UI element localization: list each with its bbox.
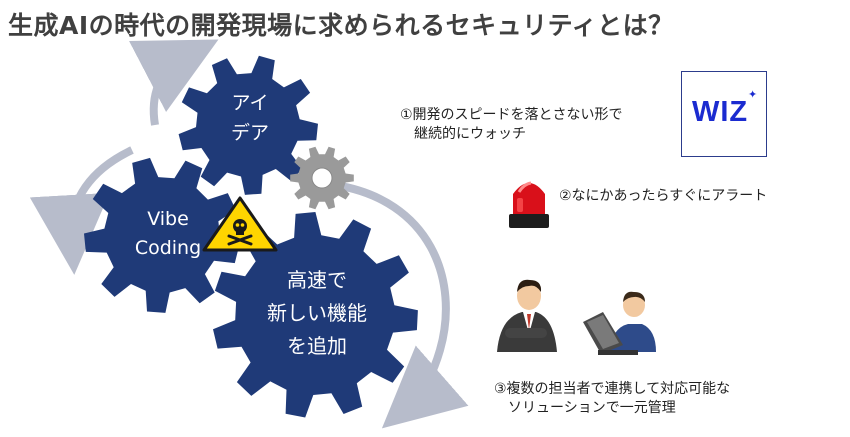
gear-vibe-shape — [84, 157, 240, 313]
cycle-arrow-top — [129, 39, 219, 126]
gear-label-idea: アイデア — [220, 88, 280, 148]
point-collaborate-text-line: ③複数の担当者で連携して対応可能な — [494, 381, 731, 397]
red-siren-icon — [509, 181, 549, 228]
gear-label-fast-text-line: を追加 — [287, 334, 347, 358]
point-watch: ①開発のスピードを落とさない形で 継続的にウォッチ — [400, 106, 623, 144]
gear-label-idea-text: アイデア — [220, 88, 280, 148]
skull-warning-icon — [202, 196, 278, 252]
gear-label-fast-text-line: 高速で — [287, 268, 347, 292]
point-watch-text: ①開発のスピードを落とさない形で 継続的にウォッチ — [400, 106, 623, 144]
gear-idea-shape — [178, 55, 318, 195]
gear-idea — [178, 55, 318, 195]
point-watch-text-line: ①開発のスピードを落とさない形で — [400, 107, 623, 123]
gear-label-fast-text-line: 新しい機能 — [267, 301, 367, 325]
gear-fast-features — [213, 212, 418, 418]
slide-title: 生成AIの時代の開発現場に求められるセキュリティとは？ — [8, 11, 674, 40]
point-alert: ②なにかあったらすぐにアラート — [559, 187, 767, 206]
point-alert-text: ②なにかあったらすぐにアラート — [559, 187, 767, 206]
point-watch-text-line: 継続的にウォッチ — [400, 126, 526, 142]
gear-fast-shape — [213, 212, 418, 418]
point-collaborate-text-line: ソリューションで一元管理 — [494, 400, 676, 416]
gear-label-vibe-text-line: Vibe — [147, 208, 189, 230]
cycle-arrow-left — [29, 146, 134, 275]
gear-vibe-coding — [84, 157, 240, 313]
wiz-logo-word: WIZ — [692, 96, 749, 128]
point-alert-text-line: ②なにかあったらすぐにアラート — [559, 188, 768, 204]
gear-label-vibe-text-line: Coding — [134, 237, 202, 259]
point-collaborate: ③複数の担当者で連携して対応可能な ソリューションで一元管理 — [494, 380, 730, 418]
businessman-icon — [497, 279, 557, 352]
small-gear-icon — [290, 146, 354, 210]
gear-label-fast-features: 高速で新しい機能を追加 — [252, 264, 382, 363]
wiz-logo: WIZ ✦ — [681, 71, 767, 157]
cycle-arrow-right — [334, 181, 469, 429]
gear-label-idea-text-line: アイ — [231, 92, 269, 114]
gear-label-fast-text: 高速で新しい機能を追加 — [252, 264, 382, 363]
gear-label-idea-text-line: デア — [230, 122, 269, 144]
laptop-worker-icon — [583, 291, 656, 355]
wiz-star-icon: ✦ — [748, 88, 758, 101]
point-collaborate-text: ③複数の担当者で連携して対応可能な ソリューションで一元管理 — [494, 380, 730, 418]
